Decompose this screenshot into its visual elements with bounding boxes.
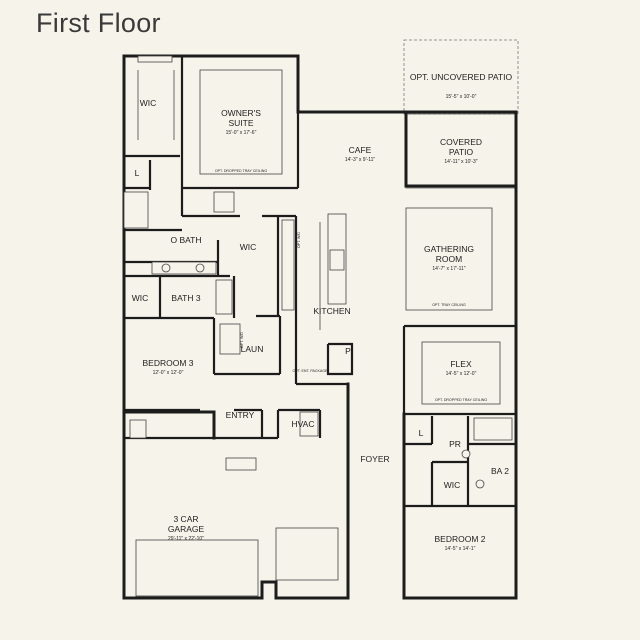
label-covered-patio-1: COVERED (440, 137, 482, 147)
label-bedroom2: BEDROOM 2 (434, 534, 485, 544)
label-l-top: L (135, 168, 140, 178)
dim-owners-suite: 15'-0" x 17'-6" (226, 130, 257, 136)
dim-garage: 29'-11" x 22'-10" (168, 536, 204, 542)
fixtures (123, 55, 513, 597)
label-pantry: P (345, 346, 351, 356)
label-uncovered-patio: OPT. UNCOVERED PATIO (410, 72, 513, 82)
label-garage-1: 3 CAR (173, 514, 198, 524)
label-entry: ENTRY (226, 410, 255, 420)
label-bath3: BATH 3 (171, 293, 200, 303)
dim-flex: 14'-5" x 12'-0" (446, 371, 477, 377)
dim-bedroom2: 14'-5" x 14'-1" (445, 546, 476, 552)
label-owners-suite-2: SUITE (228, 118, 253, 128)
label-covered-patio-2: PATIO (449, 147, 474, 157)
label-flex: FLEX (450, 359, 472, 369)
label-hvac: HVAC (292, 419, 315, 429)
label-garage-2: GARAGE (168, 524, 205, 534)
note-flex: OPT. DROPPED TRAY CEILING (435, 398, 488, 402)
interior-walls (124, 56, 516, 508)
label-pr: PR (449, 439, 461, 449)
note-gathering: OPT. TRAY CEILING (432, 303, 466, 307)
dim-cafe: 14'-3" x 9'-11" (345, 157, 376, 163)
label-l-right: L (419, 428, 424, 438)
dim-covered-patio: 14'-11" x 10'-3" (444, 159, 477, 165)
note-package: OPT. ENT. PACKAGE (293, 369, 328, 373)
label-bedroom3: BEDROOM 3 (142, 358, 193, 368)
label-wic-mid: WIC (240, 242, 257, 252)
label-owners-suite-1: OWNER'S (221, 108, 261, 118)
note-owners-suite: OPT. DROPPED TRAY CEILING (215, 169, 268, 173)
note-kitchen: OPT. W/D (297, 232, 301, 248)
dim-uncovered-patio: 15'-5" x 10'-0" (446, 94, 477, 100)
page-title: First Floor (36, 8, 161, 38)
label-kitchen: KITCHEN (313, 306, 350, 316)
label-cafe: CAFE (349, 145, 372, 155)
label-foyer: FOYER (360, 454, 389, 464)
dim-bedroom3: 12'-0" x 12'-0" (153, 370, 184, 376)
dim-gathering: 14'-7" x 17'-11" (432, 266, 465, 272)
label-ba2: BA 2 (491, 466, 509, 476)
room-labels: WIC OWNER'S SUITE 15'-0" x 17'-6" OPT. D… (132, 72, 513, 552)
label-wic-right: WIC (444, 480, 461, 490)
label-wic-top: WIC (140, 98, 157, 108)
exterior-walls (122, 54, 518, 600)
label-wic-left: WIC (132, 293, 149, 303)
label-laun: LAUN (241, 344, 264, 354)
label-gathering-2: ROOM (436, 254, 462, 264)
label-o-bath: O BATH (170, 235, 201, 245)
label-gathering-1: GATHERING (424, 244, 474, 254)
note-laun: OPT. W/D (240, 332, 244, 348)
